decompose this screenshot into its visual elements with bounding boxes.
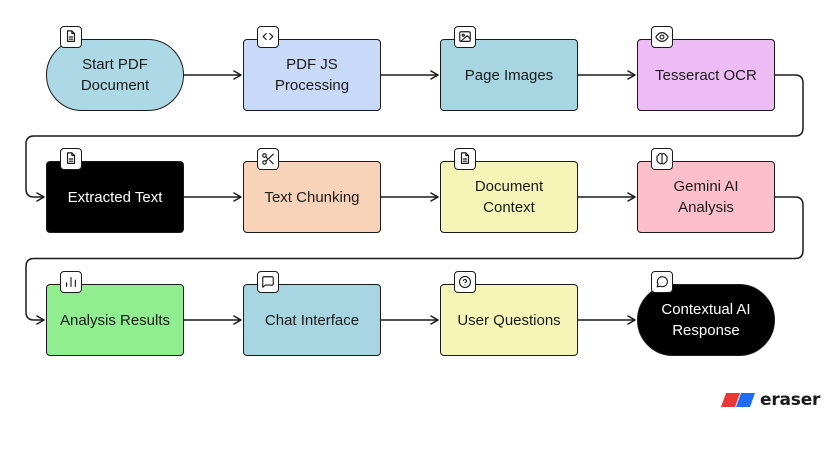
scissors-icon bbox=[257, 148, 279, 170]
node-contextual-ai-response: Contextual AI Response bbox=[637, 284, 775, 356]
node-label: PDF JS Processing bbox=[274, 56, 350, 94]
bar-chart-icon bbox=[60, 271, 82, 293]
eye-icon bbox=[651, 26, 673, 48]
node-pdf-js-processing: PDF JS Processing bbox=[243, 39, 381, 111]
node-chat-interface: Chat Interface bbox=[243, 284, 381, 356]
message-square-icon bbox=[257, 271, 279, 293]
node-text-chunking: Text Chunking bbox=[243, 161, 381, 233]
node-label: Extracted Text bbox=[67, 188, 163, 206]
node-label: Analysis Results bbox=[59, 311, 171, 329]
edge-gemini-ai-analysis-to-analysis-results bbox=[25, 196, 804, 325]
node-label: User Questions bbox=[457, 311, 561, 329]
node-label: Chat Interface bbox=[264, 311, 360, 329]
node-label: Page Images bbox=[464, 66, 554, 84]
node-label: Tesseract OCR bbox=[655, 66, 757, 84]
eraser-logo-icon bbox=[721, 393, 755, 407]
code-icon bbox=[257, 26, 279, 48]
node-start-pdf-document: Start PDF Document bbox=[46, 39, 184, 111]
node-tesseract-ocr: Tesseract OCR bbox=[637, 39, 775, 111]
node-label: Text Chunking bbox=[264, 188, 360, 206]
brain-icon bbox=[651, 148, 673, 170]
eraser-brand: eraser bbox=[721, 390, 820, 410]
node-label: Contextual AI Response bbox=[661, 301, 751, 339]
node-user-questions: User Questions bbox=[440, 284, 578, 356]
image-icon bbox=[454, 26, 476, 48]
help-circle-icon bbox=[454, 271, 476, 293]
brand-name: eraser bbox=[760, 390, 821, 410]
node-analysis-results: Analysis Results bbox=[46, 284, 184, 356]
node-label: Gemini AI Analysis bbox=[673, 178, 739, 216]
file-icon bbox=[60, 26, 82, 48]
node-label: Start PDF Document bbox=[80, 56, 150, 94]
node-document-context: Document Context bbox=[440, 161, 578, 233]
node-extracted-text: Extracted Text bbox=[46, 161, 184, 233]
node-label: Document Context bbox=[474, 178, 544, 216]
node-gemini-ai-analysis: Gemini AI Analysis bbox=[637, 161, 775, 233]
message-circle-icon bbox=[651, 271, 673, 293]
edge-tesseract-ocr-to-extracted-text bbox=[25, 74, 804, 202]
file-icon bbox=[60, 148, 82, 170]
node-page-images: Page Images bbox=[440, 39, 578, 111]
file-icon bbox=[454, 148, 476, 170]
